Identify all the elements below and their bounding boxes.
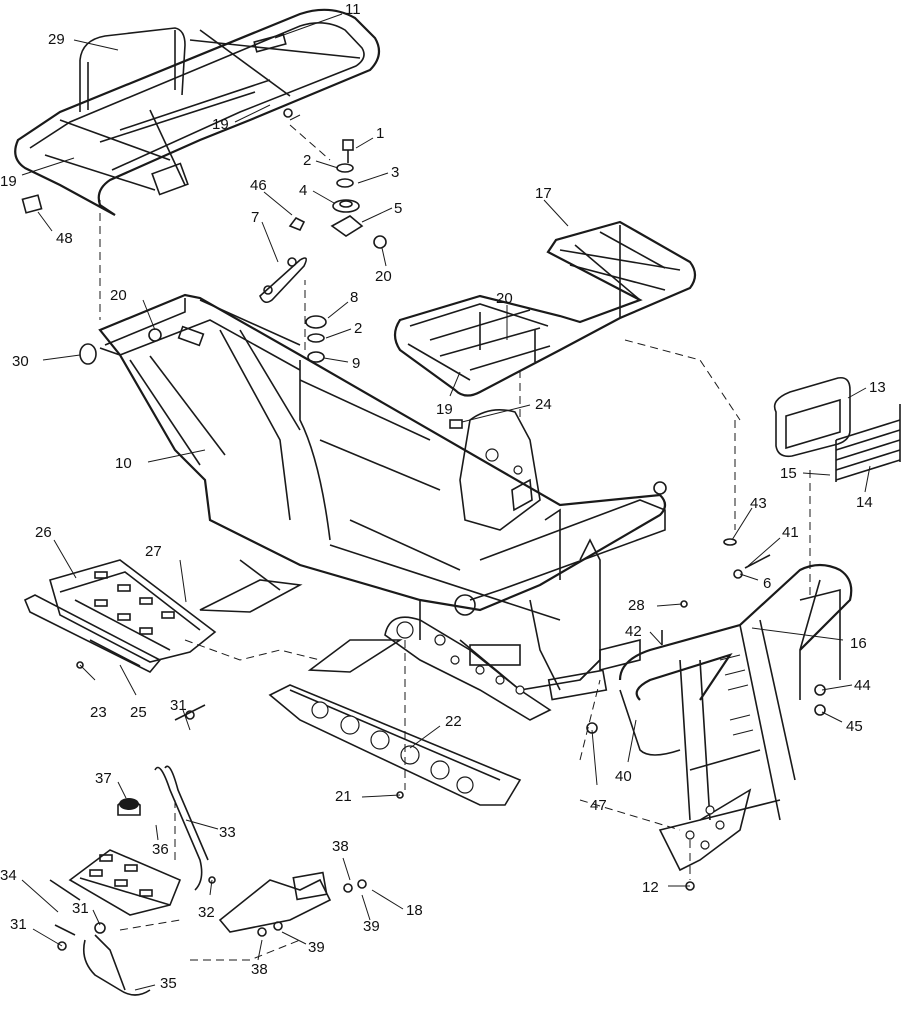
- front-bumper: [599, 563, 853, 872]
- callout-45: 45: [846, 718, 863, 735]
- callout-42: 42: [625, 623, 642, 640]
- callout-43: 43: [750, 495, 767, 512]
- callout-39b: 39: [308, 939, 325, 956]
- callout-31c: 31: [10, 916, 27, 933]
- callout-44: 44: [854, 677, 871, 694]
- front-rack: [393, 220, 697, 429]
- callout-23: 23: [90, 704, 107, 721]
- callout-48: 48: [56, 230, 73, 247]
- callout-34: 34: [0, 867, 17, 884]
- callout-4: 4: [299, 182, 307, 199]
- footpeg: [218, 871, 367, 937]
- callout-37: 37: [95, 770, 112, 787]
- callout-27: 27: [145, 543, 162, 560]
- callout-19: 19: [212, 116, 229, 133]
- callout-6: 6: [763, 575, 771, 592]
- callout-9: 9: [352, 355, 360, 372]
- callout-21: 21: [335, 788, 352, 805]
- callout-15: 15: [780, 465, 797, 482]
- callout-14: 14: [856, 494, 873, 511]
- callout-41: 41: [782, 524, 799, 541]
- callout-25: 25: [130, 704, 147, 721]
- callout-5: 5: [394, 200, 402, 217]
- callout-26: 26: [35, 524, 52, 541]
- callout-30: 30: [12, 353, 29, 370]
- callout-11: 11: [345, 1, 361, 18]
- callout-20b: 20: [110, 287, 127, 304]
- callout-40: 40: [615, 768, 632, 785]
- callout-16: 16: [850, 635, 867, 652]
- callout-33: 33: [219, 824, 236, 841]
- callout-31b: 31: [72, 900, 89, 917]
- callout-20c: 20: [496, 290, 513, 307]
- callout-47: 47: [590, 797, 607, 814]
- callout-24: 24: [535, 396, 552, 413]
- callout-2b: 2: [354, 320, 362, 337]
- callout-1: 1: [376, 125, 384, 142]
- callout-10: 10: [115, 455, 132, 472]
- callout-38: 38: [332, 838, 349, 855]
- callout-3: 3: [391, 164, 399, 181]
- callout-35: 35: [160, 975, 177, 992]
- callout-8: 8: [350, 289, 358, 306]
- callout-20: 20: [375, 268, 392, 285]
- callout-46: 46: [250, 177, 267, 194]
- left-footrest: [23, 559, 217, 673]
- callout-17: 17: [535, 185, 552, 202]
- brake-assembly: [49, 704, 209, 996]
- mount-hardware: [259, 108, 387, 363]
- callout-19b: 19: [0, 173, 17, 190]
- callout-32: 32: [198, 904, 215, 921]
- callout-38b: 38: [251, 961, 268, 978]
- hardware-markers: [57, 538, 826, 951]
- callout-19c: 19: [436, 401, 453, 418]
- rear-rack: [14, 8, 381, 216]
- skid-plate: [268, 684, 522, 806]
- callout-2: 2: [303, 152, 311, 169]
- callout-13: 13: [869, 379, 886, 396]
- callout-7: 7: [251, 209, 259, 226]
- callout-31: 31: [170, 697, 187, 714]
- assembly-lines: [99, 124, 811, 961]
- callout-39: 39: [363, 918, 380, 935]
- main-frame: [79, 293, 667, 721]
- callout-12: 12: [642, 879, 659, 896]
- callout-36: 36: [152, 841, 169, 858]
- callout-28: 28: [628, 597, 645, 614]
- callout-22: 22: [445, 713, 462, 730]
- callout-29: 29: [48, 31, 65, 48]
- callout-18: 18: [406, 902, 423, 919]
- callout-labels: 11 29 19 1 2 3 19 46 4 5 48 7 17 20 20 8: [0, 1, 886, 992]
- tail-light: [773, 376, 901, 482]
